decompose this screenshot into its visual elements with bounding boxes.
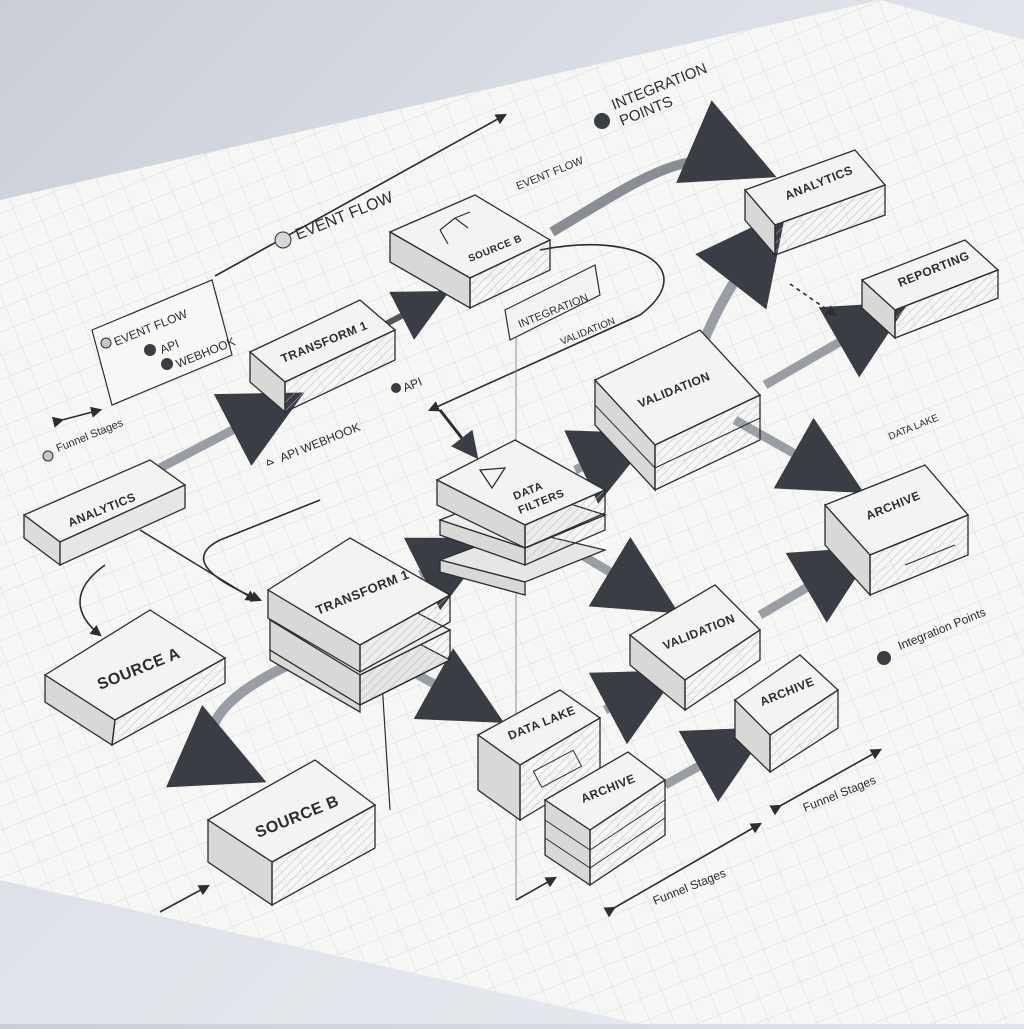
dashed-reporting [789,283,837,317]
funnel-stages-right-arrow [769,748,882,816]
api-dot-icon [144,344,156,356]
flow-bottom-guide [515,876,557,901]
funnel-icon [478,467,507,490]
node-source-b-bottom: SOURCE B [206,759,377,907]
flow-analytics-to-transform-main [139,529,257,602]
storage-icon [532,749,583,788]
node-archive-mid: ARCHIVE [733,654,840,774]
node-analytics-left: ANALYTICS [22,459,187,567]
node-archive-right: ARCHIVE [823,464,970,597]
flow-to-analytics-right [549,100,777,237]
api-small-label: API [401,375,424,395]
node-source-a: SOURCE A [43,609,227,747]
api-webhook-arrow-icon: ⊳ [266,457,275,469]
flow-to-source-b-bottom [165,655,302,788]
event-flow-top-dot-icon [274,231,292,249]
flow-to-source-a [79,564,106,637]
node-transform1-main: TRANSFORM 1 [266,537,452,714]
flow-loop-right [427,243,665,412]
funnel-stages-bottom-arrow [603,822,762,918]
node-reporting: REPORTING [860,239,1000,340]
flow-to-reporting [762,301,910,389]
flow-bottom-left [159,884,210,913]
node-transform1-top: TRANSFORM 1 [248,299,397,414]
network-icon [439,211,471,245]
node-source-b-top: SOURCE B [388,194,552,310]
node-validation-big: VALIDATION [593,329,762,492]
node-validation-mid: VALIDATION [628,584,762,712]
event-flow-top-arrow [214,113,507,277]
node-archive-bottom: ARCHIVE [543,751,667,887]
node-data-filters: DATA FILTERS [435,439,608,596]
flow-analytics-to-transform [157,392,305,472]
node-data-lake-bottom: DATA LAKE [476,689,602,822]
flow-to-data-filters [438,409,479,460]
webhook-dot-icon [161,358,173,370]
legend-api: API [158,337,181,357]
integration-points-right-dot-icon [877,651,891,665]
api-small-dot-icon [391,383,401,393]
integration-points-dot-icon [594,113,610,129]
flow-transform-to-source-b [380,291,450,340]
funnel-dot-icon [42,450,54,462]
event-flow-dot-icon [100,337,112,349]
funnel-stages-left-arrow [51,406,103,428]
